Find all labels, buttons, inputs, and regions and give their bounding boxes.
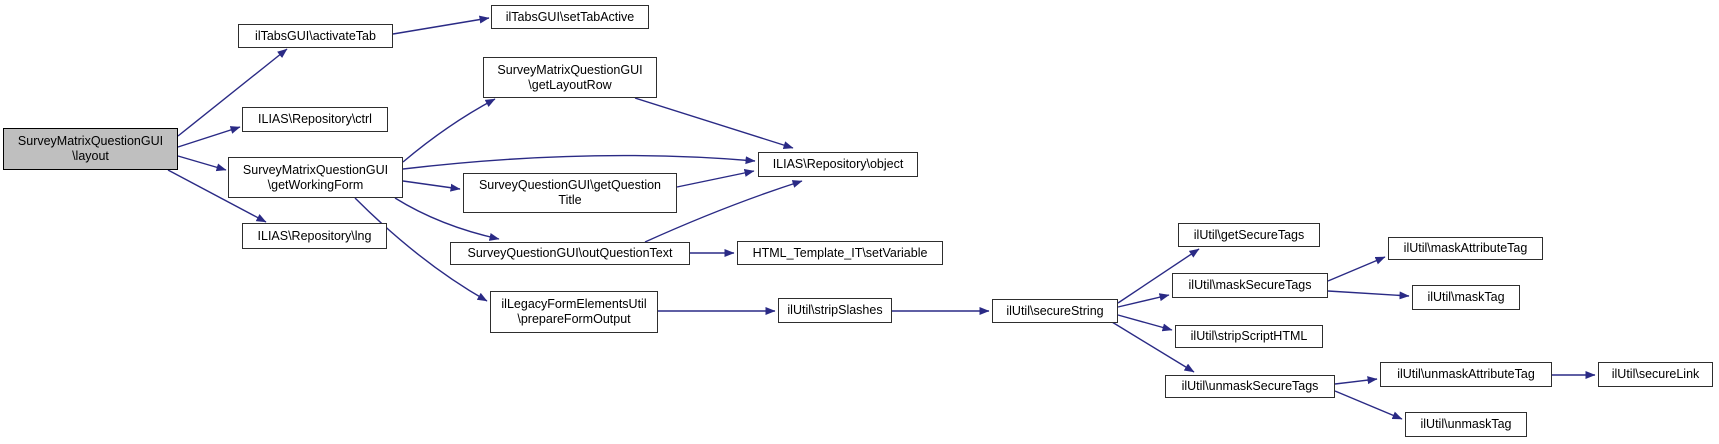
edge-getLayoutRow-object [634,97,794,149]
node-outQuestionText[interactable]: SurveyQuestionGUI\outQuestionText [450,242,690,265]
node-unmaskTag[interactable]: ilUtil\unmaskTag [1405,412,1527,437]
node-label-line: \prepareFormOutput [517,312,631,326]
edge-secureString-unmaskSecureTags [1111,321,1195,373]
edge-getWorkingForm-getQuestionTitle [402,180,461,192]
edge-secureString-maskSecureTags [1117,293,1170,308]
edge-getWorkingForm-prepareFormOutput [354,197,488,302]
node-label-line: ilUtil\secureLink [1611,367,1700,381]
node-label-line: ILIAS\Repository\ctrl [258,112,372,126]
edge-getQuestionTitle-object [676,169,755,188]
node-label-line: SurveyQuestionGUI\outQuestionText [467,246,673,260]
edge-maskSecureTags-maskTag [1327,290,1410,300]
node-label-line: ilUtil\maskAttributeTag [1403,241,1528,255]
node-setTabActive[interactable]: ilTabsGUI\setTabActive [491,5,649,29]
node-label-line: ILIAS\Repository\lng [257,228,372,243]
node-label-line: ilUtil\getSecureTags [1193,227,1305,242]
node-label-line: SurveyMatrixQuestionGUI [242,162,389,177]
node-stripScriptHTML[interactable]: ilUtil\stripScriptHTML [1175,325,1323,348]
edge-layout-getWorkingForm [177,155,227,172]
node-getWorkingForm[interactable]: SurveyMatrixQuestionGUI\getWorkingForm [228,157,403,198]
node-label-line: SurveyMatrixQuestionGUI [497,62,643,77]
node-ctrl[interactable]: ILIAS\Repository\ctrl [242,107,388,132]
node-unmaskAttributeTag[interactable]: ilUtil\unmaskAttributeTag [1380,362,1552,387]
node-label-line: SurveyQuestionGUI\getQuestion [478,178,662,192]
edge-activateTab-setTabActive [392,15,490,35]
edge-secureString-stripScriptHTML [1117,314,1173,332]
node-label-line: Title [558,193,582,207]
edge-getWorkingForm-outQuestionText [394,197,500,241]
node-label-line: ilUtil\unmaskTag [1420,417,1512,431]
edge-outQuestionText-object [644,180,803,243]
node-label-line: SurveyMatrixQuestionGUI [17,134,164,148]
node-setVariable[interactable]: HTML_Template_IT\setVariable [737,241,943,265]
node-maskAttributeTag[interactable]: ilUtil\maskAttributeTag [1388,237,1543,260]
node-maskSecureTags[interactable]: ilUtil\maskSecureTags [1172,273,1328,298]
edge-unmaskSecureTags-unmaskTag [1334,390,1403,420]
node-activateTab[interactable]: ilTabsGUI\activateTab [238,24,393,48]
node-object[interactable]: ILIAS\Repository\object [758,152,918,177]
node-unmaskSecureTags[interactable]: ilUtil\unmaskSecureTags [1165,375,1335,398]
edge-secureString-getSecureTags [1117,248,1200,304]
edge-layout-ctrl [177,126,241,148]
node-label-line: ilUtil\unmaskAttributeTag [1397,367,1535,381]
node-getLayoutRow[interactable]: SurveyMatrixQuestionGUI\getLayoutRow [483,57,657,98]
node-label-line: ilTabsGUI\activateTab [255,28,376,43]
node-label-line: ilUtil\stripSlashes [787,303,883,317]
node-label-line: ilUtil\secureString [1006,303,1104,318]
node-secureString[interactable]: ilUtil\secureString [992,299,1118,323]
node-layout[interactable]: SurveyMatrixQuestionGUI\layout [3,128,178,170]
node-label-line: ilTabsGUI\setTabActive [505,9,635,24]
edge-layout-lng [167,169,267,223]
node-label-line: ilUtil\unmaskSecureTags [1181,379,1319,393]
node-label-line: ilUtil\maskSecureTags [1188,278,1312,292]
node-label-line: \getLayoutRow [528,77,612,92]
node-maskTag[interactable]: ilUtil\maskTag [1412,285,1520,310]
node-prepareFormOutput[interactable]: ilLegacyFormElementsUtil\prepareFormOutp… [490,291,658,333]
node-label-line: ilUtil\stripScriptHTML [1190,329,1308,343]
node-label-line: ilLegacyFormElementsUtil [501,297,647,311]
edge-layout-activateTab [177,48,288,137]
edge-maskSecureTags-maskAttributeTag [1327,256,1386,282]
node-label-line: HTML_Template_IT\setVariable [752,245,928,260]
edge-getWorkingForm-object [402,154,756,170]
node-label-line: ILIAS\Repository\object [772,157,904,171]
node-getSecureTags[interactable]: ilUtil\getSecureTags [1178,223,1320,247]
node-stripSlashes[interactable]: ilUtil\stripSlashes [778,298,892,323]
edge-getWorkingForm-getLayoutRow [402,98,496,163]
node-lng[interactable]: ILIAS\Repository\lng [242,223,387,249]
node-label-line: ilUtil\maskTag [1427,290,1505,304]
node-label-line: \layout [72,149,109,163]
node-label-line: \getWorkingForm [267,177,364,192]
edge-unmaskSecureTags-unmaskAttributeTag [1334,376,1378,385]
node-secureLink[interactable]: ilUtil\secureLink [1598,362,1713,387]
